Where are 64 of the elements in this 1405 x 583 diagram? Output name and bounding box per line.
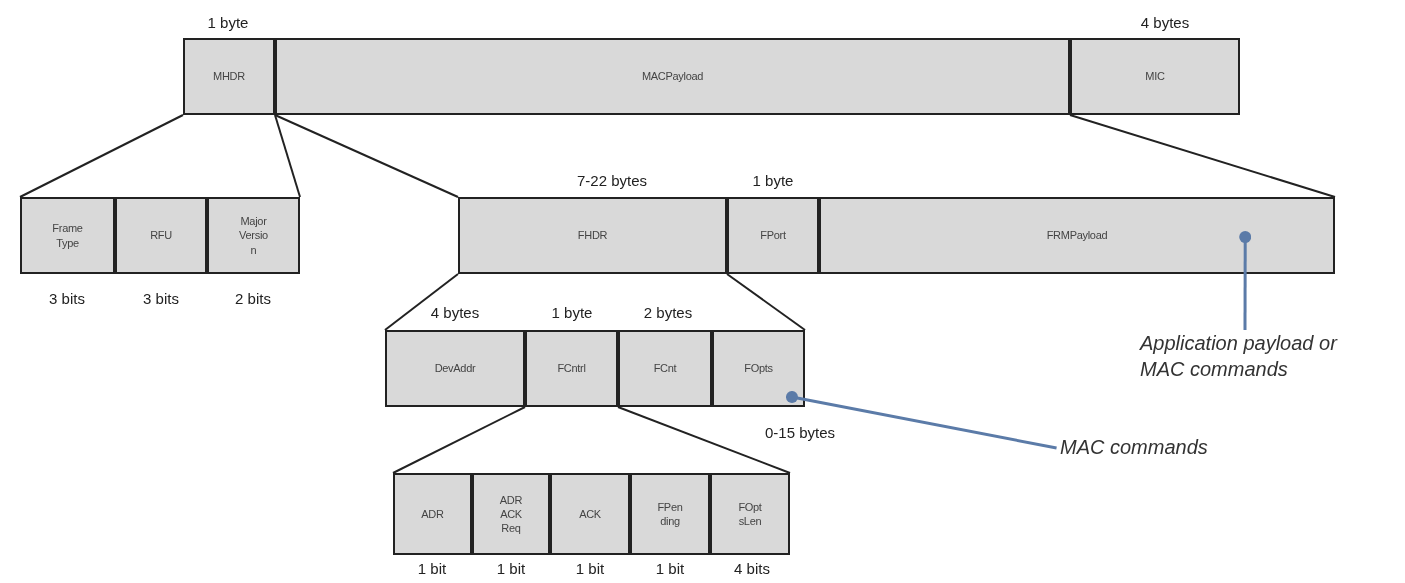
field-name: FCnt	[653, 361, 677, 376]
field-box	[630, 473, 710, 555]
connector-line	[1069, 114, 1336, 198]
field-name: FPen ding	[657, 499, 683, 529]
field-name: FOpts	[744, 361, 773, 376]
size-label: 1 byte	[207, 14, 249, 31]
field-box	[618, 330, 712, 407]
field-name: FOpt sLen	[738, 499, 762, 529]
size-label: 1 bit	[655, 560, 685, 577]
connector-line	[726, 273, 806, 331]
field-box	[385, 330, 525, 407]
size-label: 1 bit	[417, 560, 447, 577]
field-box	[20, 197, 115, 274]
connector-line	[274, 114, 301, 198]
field-name: ACK	[579, 506, 601, 522]
field-box	[275, 38, 1070, 115]
connector-line	[384, 273, 459, 331]
connector-line	[392, 406, 526, 474]
field-box	[393, 473, 472, 555]
field-name: FPort	[760, 228, 786, 243]
field-box	[183, 38, 275, 115]
size-label: 1 bit	[575, 560, 605, 577]
field-name: ADR	[421, 506, 444, 522]
size-label: 4 bytes	[1140, 14, 1190, 31]
size-label: 1 bit	[496, 560, 526, 577]
leader-line	[786, 391, 1057, 450]
field-name: FCntrl	[557, 361, 586, 376]
field-box	[727, 197, 819, 274]
callout-text: Application payload or MAC commands	[1140, 330, 1340, 382]
field-box	[550, 473, 630, 555]
size-label: 2 bytes	[643, 304, 693, 321]
field-name: FRMPayload	[1046, 228, 1108, 243]
field-name: FHDR	[577, 228, 608, 243]
field-name: MACPayload	[641, 69, 704, 84]
field-box	[819, 197, 1335, 274]
size-label: 4 bits	[734, 560, 770, 577]
field-box	[710, 473, 790, 555]
field-box	[712, 330, 805, 407]
size-label: 2 bits	[235, 290, 271, 307]
field-name: MHDR	[213, 69, 245, 84]
size-label: 3 bits	[49, 290, 85, 307]
field-box	[207, 197, 300, 274]
leader-line	[1239, 231, 1252, 330]
field-name: MIC	[1145, 69, 1165, 84]
field-name: RFU	[150, 228, 172, 243]
connector-line	[617, 406, 791, 474]
field-box	[525, 330, 618, 407]
field-box	[1070, 38, 1240, 115]
field-name: Major Versio n	[239, 214, 268, 257]
callout-text: MAC commands	[1060, 434, 1290, 460]
size-label: 0-15 bytes	[765, 424, 835, 441]
size-label: 7-22 bytes	[577, 172, 647, 189]
size-label: 1 byte	[752, 172, 794, 189]
connector-line	[19, 114, 184, 198]
field-box	[115, 197, 207, 274]
size-label: 1 byte	[551, 304, 593, 321]
connector-line	[274, 114, 459, 198]
field-box	[458, 197, 727, 274]
field-box	[472, 473, 550, 555]
size-label: 3 bits	[143, 290, 179, 307]
size-label: 4 bytes	[430, 304, 480, 321]
field-name: DevAddr	[434, 361, 476, 376]
field-name: ADR ACK Req	[499, 492, 523, 536]
field-name: Frame Type	[52, 221, 83, 250]
